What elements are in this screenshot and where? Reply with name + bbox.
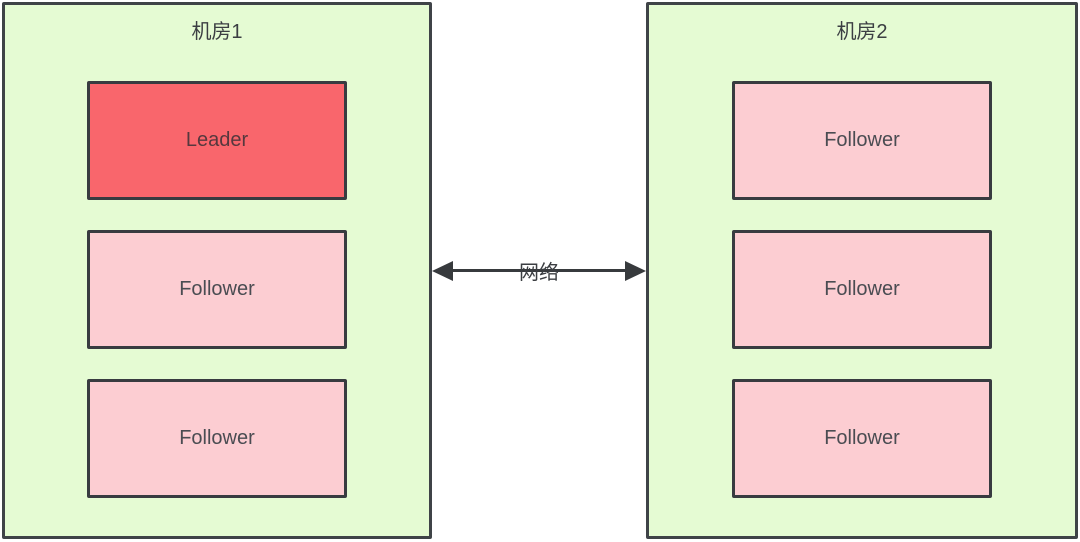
node-follower: Follower [732,81,992,200]
node-leader-label: Leader [185,129,249,151]
node-leader: Leader [87,81,347,200]
arrow-right-icon [625,261,646,281]
datacenter-1-title: 机房1 [191,21,243,43]
node-follower-label: Follower [179,278,255,300]
node-follower-label: Follower [824,427,900,449]
arrow-line [444,269,634,272]
datacenter-1-nodes: Leader Follower Follower [5,81,429,498]
node-follower: Follower [732,379,992,498]
node-follower-label: Follower [824,278,900,300]
arrow-left-icon [432,261,453,281]
node-follower-label: Follower [179,427,255,449]
network-link-label: 网络 [519,261,559,284]
datacenter-1-container: 机房1 Leader Follower Follower [2,2,432,539]
network-link: 网络 [432,257,646,285]
datacenter-2-title: 机房2 [836,21,888,43]
node-follower-label: Follower [824,129,900,151]
node-follower: Follower [87,379,347,498]
node-follower: Follower [87,230,347,349]
datacenter-2-nodes: Follower Follower Follower [649,81,1075,498]
datacenter-2-container: 机房2 Follower Follower Follower [646,2,1078,539]
node-follower: Follower [732,230,992,349]
